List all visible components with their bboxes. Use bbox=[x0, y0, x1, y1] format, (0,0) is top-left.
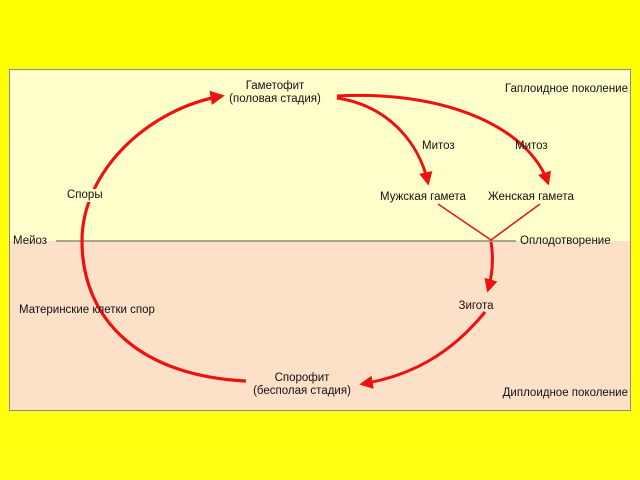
mitosis-label-male: Митоз bbox=[422, 140, 455, 152]
spores-label: Споры bbox=[65, 189, 105, 202]
diploid-generation-label: Диплоидное поколение bbox=[502, 387, 628, 399]
meiosis-label: Мейоз bbox=[13, 235, 48, 247]
female-gamete-label: Женская гамета bbox=[488, 191, 574, 203]
mitosis-label-female: Митоз bbox=[515, 140, 548, 152]
life-cycle-diagram bbox=[56, 90, 551, 389]
fertilization-connector bbox=[437, 203, 541, 241]
gametophyte-label: Гаметофит (половая стадия) bbox=[229, 80, 321, 105]
arrow-zygote-to-sporophyte bbox=[359, 311, 487, 389]
zygote-label: Зигота bbox=[458, 300, 494, 312]
haploid-band bbox=[10, 70, 630, 241]
arrow-mitosis-male bbox=[336, 96, 433, 186]
arrow-sporophyte-to-gametophyte bbox=[80, 90, 247, 383]
arrow-fertilization-to-zygote bbox=[484, 241, 498, 293]
sporophyte-label: Спорофит (бесполая стадия) bbox=[253, 372, 351, 397]
male-gamete-label: Мужская гамета bbox=[380, 191, 466, 203]
life-cycle-panel: Гаметофит (половая стадия) Гаплоидное по… bbox=[9, 69, 631, 411]
fertilization-label: Оплодотворение bbox=[520, 235, 611, 247]
spore-mother-cells-label: Материнские клетки спор bbox=[19, 304, 155, 316]
haploid-generation-label: Гаплоидное поколение bbox=[504, 83, 628, 95]
arrow-mitosis-female bbox=[336, 93, 551, 186]
diploid-band bbox=[10, 241, 630, 410]
